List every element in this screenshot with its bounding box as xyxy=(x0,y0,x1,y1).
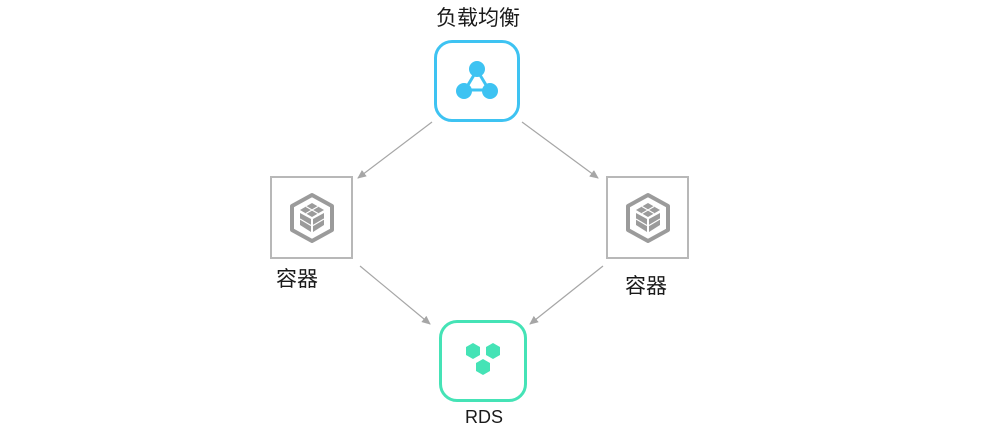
rds-label: RDS xyxy=(465,407,504,427)
rds-node[interactable] xyxy=(439,320,527,402)
load-balancer-label: 负载均衡 xyxy=(436,6,520,30)
container-cube-icon xyxy=(289,192,334,243)
container-right-label: 容器 xyxy=(625,274,667,298)
edge-lb-to-container-left xyxy=(357,121,433,179)
container-cube-icon xyxy=(625,192,670,243)
edge-container-right-to-rds xyxy=(529,265,604,325)
container-node-left[interactable] xyxy=(270,176,353,259)
edge-lb-to-container-right xyxy=(521,121,599,179)
container-left-label: 容器 xyxy=(276,267,318,291)
container-node-right[interactable] xyxy=(606,176,689,259)
network-triangle-icon xyxy=(456,61,498,99)
edge-container-left-to-rds xyxy=(359,265,431,325)
database-hexagons-icon xyxy=(466,343,500,375)
load-balancer-node[interactable] xyxy=(434,40,520,122)
